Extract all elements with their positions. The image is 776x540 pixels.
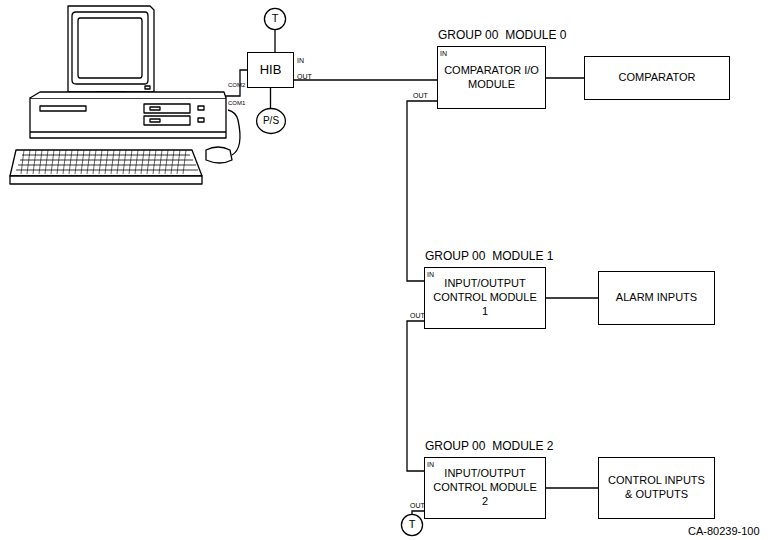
terminator-circle: T (264, 8, 286, 30)
node-label: INPUT/OUTPUT CONTROL MODULE 2 (431, 467, 539, 508)
node-label: COMPARATOR I/O MODULE (444, 64, 539, 92)
group-heading: GROUP 00 MODULE 2 (425, 439, 553, 453)
node-label: T (409, 518, 416, 532)
port-label: OUT (410, 502, 425, 509)
group-heading: GROUP 00 MODULE 1 (425, 249, 553, 263)
power-supply-circle: P/S (256, 108, 286, 134)
connector-line (294, 79, 437, 80)
connector-line (546, 77, 584, 78)
node-label: T (272, 12, 279, 26)
connector-line (270, 88, 271, 108)
port-label: IN (440, 50, 447, 57)
terminator-circle: T (401, 514, 423, 536)
process-box: CONTROL INPUTS & OUTPUTS (598, 457, 715, 519)
port-label: OUT (413, 92, 428, 99)
module-box: INPUT/OUTPUT CONTROL MODULE 1GROUP 00 MO… (424, 267, 546, 329)
port-label: OUT (410, 312, 425, 319)
connector-line (407, 321, 424, 471)
node-label: P/S (263, 115, 279, 128)
node-label: HIB (260, 62, 282, 78)
connector-line (412, 511, 424, 514)
port-label: IN (297, 57, 304, 64)
interface-box: HIB (247, 52, 294, 88)
connector-line (546, 487, 598, 488)
node-label: INPUT/OUTPUT CONTROL MODULE 1 (431, 277, 539, 318)
drawing-number: CA-80239-100 (688, 526, 760, 537)
node-label: ALARM INPUTS (616, 291, 697, 305)
port-label: IN (427, 271, 434, 278)
process-box: COMPARATOR (584, 56, 730, 100)
connector-line (546, 297, 598, 298)
port-label: IN (427, 461, 434, 468)
port-label: COM2 (228, 82, 245, 88)
module-box: COMPARATOR I/O MODULEGROUP 00 MODULE 0 (437, 46, 546, 109)
group-heading: GROUP 00 MODULE 0 (438, 28, 566, 42)
process-box: ALARM INPUTS (598, 271, 715, 325)
module-box: INPUT/OUTPUT CONTROL MODULE 2GROUP 00 MO… (424, 457, 546, 519)
port-label: OUT (297, 73, 312, 80)
node-label: COMPARATOR (618, 71, 695, 85)
node-label: CONTROL INPUTS & OUTPUTS (605, 474, 708, 502)
port-label: COM1 (228, 100, 245, 106)
